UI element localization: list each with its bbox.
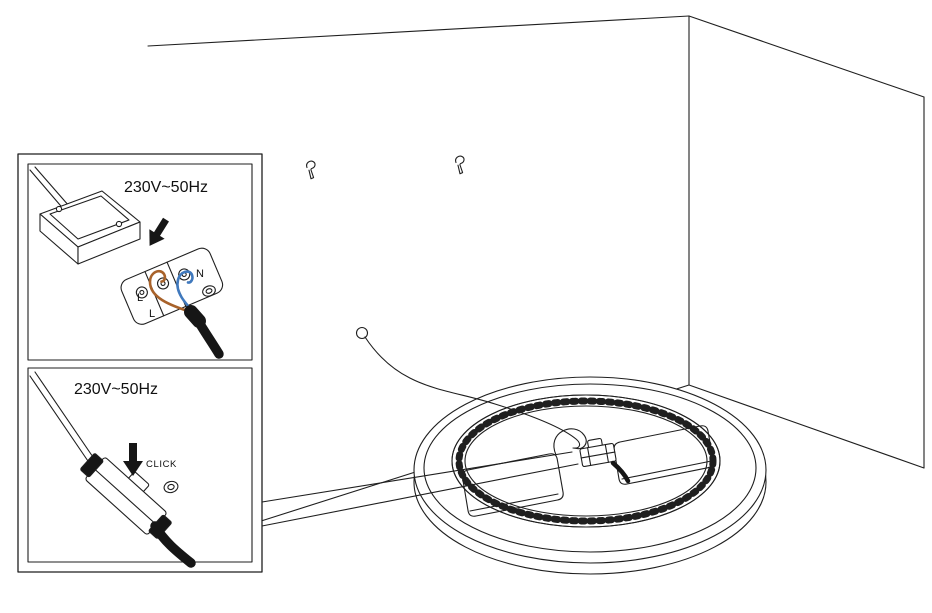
callout-line	[261, 463, 579, 527]
terminal-label-n: N	[196, 268, 204, 280]
down-arrow-icon	[123, 443, 143, 476]
callout-line	[261, 451, 573, 503]
click-label: CLICK	[146, 459, 177, 470]
junction-box-housing	[29, 166, 141, 265]
fixture-rim-inner-line	[423, 383, 757, 553]
mains-cable	[364, 336, 581, 449]
box-face	[77, 221, 141, 265]
ring-outer	[202, 285, 216, 297]
arrow-head	[123, 461, 143, 476]
ring-inner	[167, 483, 175, 491]
junction-connector	[553, 428, 631, 484]
inlet-cable	[29, 371, 96, 465]
trim-ring-outer-line	[451, 394, 721, 528]
terminal-screw-slot	[139, 289, 145, 295]
callout-lines	[261, 451, 579, 527]
box-screw	[55, 205, 63, 213]
wall-cable-hole	[355, 326, 369, 340]
voltage-label-top: 230V~50Hz	[124, 179, 208, 196]
arrow-shaft	[129, 443, 137, 461]
wire-loop	[553, 428, 587, 456]
down-arrow-icon	[149, 217, 169, 246]
connector-detail-line	[587, 447, 592, 466]
mains-cord	[150, 521, 196, 568]
wall-top-edge	[147, 15, 690, 47]
mounting-slot-left	[461, 453, 564, 517]
strain-relief-ring	[163, 480, 179, 494]
ring-outer	[163, 480, 179, 494]
slot-outline	[461, 453, 564, 517]
box-opening	[49, 195, 130, 240]
connector-end-cap	[80, 453, 104, 478]
neutral-wire	[176, 270, 200, 319]
side-wall-top-edge	[688, 15, 925, 98]
live-wire	[148, 269, 196, 315]
box-screw	[115, 220, 123, 228]
terminal-screw	[135, 286, 148, 299]
terminal-label-l1: L	[137, 292, 143, 304]
wall-hook-icon	[455, 155, 465, 175]
detail-insets: 230V~50Hz	[17, 153, 263, 573]
wiring-detail-panel: 230V~50Hz	[27, 163, 253, 361]
arrow-shaft	[153, 217, 169, 237]
hook-shape	[306, 160, 316, 180]
hook-shape	[455, 155, 465, 175]
ring-inner	[205, 288, 213, 294]
slot-depth-line	[621, 460, 710, 480]
ceiling-light-fixture	[413, 376, 767, 575]
connector-detail-line	[604, 444, 609, 463]
connector-seam	[95, 469, 156, 525]
terminal-label-l2: L	[149, 308, 155, 320]
wiring-panel-frame	[27, 163, 253, 361]
voltage-label-bottom: 230V~50Hz	[74, 381, 158, 398]
terminal-screw	[156, 277, 170, 290]
connector-detail-panel: 230V~50Hz CLICK	[27, 367, 253, 568]
strain-relief-ring	[202, 285, 216, 297]
floor-right-edge	[688, 384, 925, 469]
click-connector	[80, 453, 196, 568]
terminal-block: N L L	[120, 247, 224, 359]
mains-cord	[192, 314, 224, 359]
wall-hook-icon	[306, 160, 316, 180]
arrow-head	[149, 229, 165, 246]
slot-depth-line	[469, 493, 559, 512]
connector-cord	[610, 460, 631, 484]
connector-seam	[580, 451, 616, 459]
